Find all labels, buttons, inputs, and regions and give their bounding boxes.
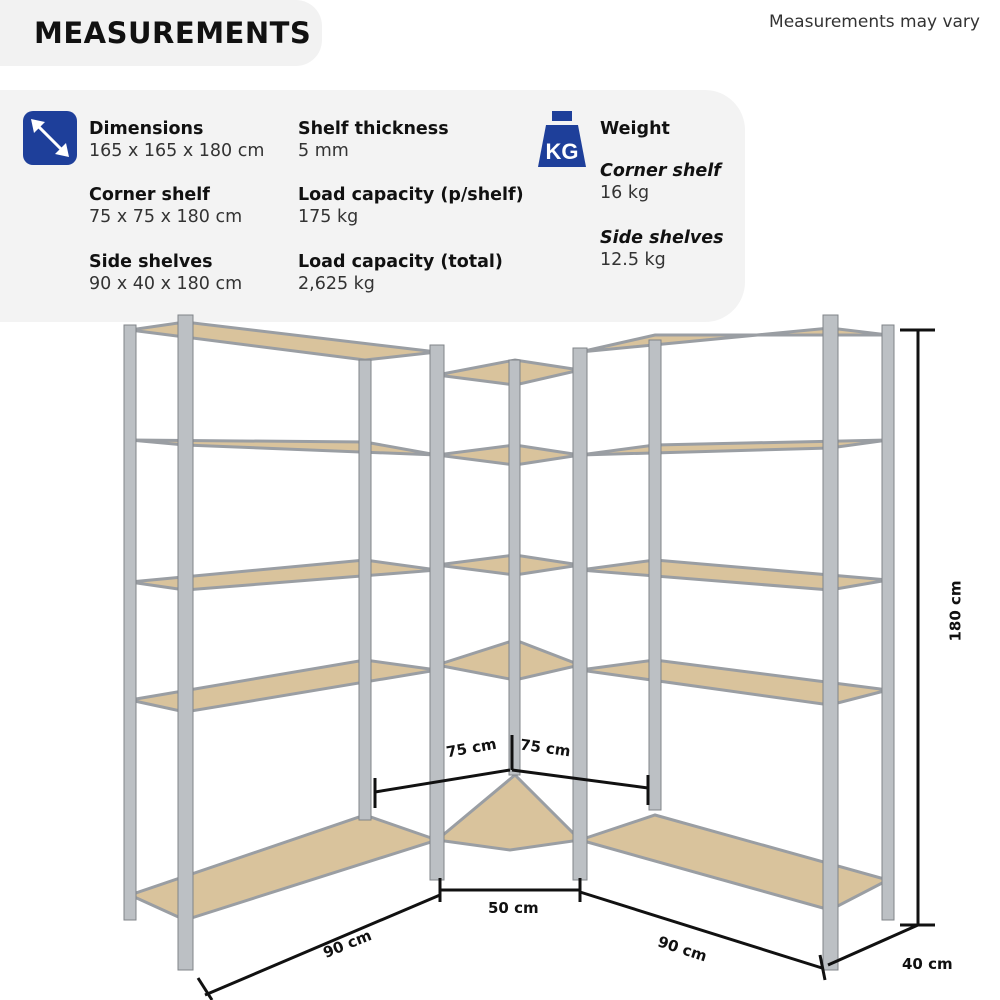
disclaimer-note: Measurements may vary [769, 12, 980, 32]
spec-label: Corner shelf [89, 185, 210, 205]
shelf [125, 813, 442, 922]
weight-kg-icon: KG [536, 111, 588, 167]
title-banner [0, 0, 322, 66]
shelf [579, 438, 889, 457]
spec-label: Dimensions [89, 119, 204, 139]
spec-load-total: Load capacity (total)2,625 kg [298, 251, 503, 295]
shelf [579, 558, 889, 592]
page-title: MEASUREMENTS [34, 16, 312, 50]
shelf [579, 658, 889, 707]
weight-corner-label: Corner shelf [600, 161, 721, 181]
depth-dimension-label: 40 cm [902, 955, 953, 973]
post [508, 359, 521, 776]
spec-label: Load capacity (p/shelf) [298, 185, 524, 205]
post [177, 314, 194, 971]
spec-value: 175 kg [298, 207, 359, 227]
spec-value: 5 mm [298, 141, 349, 161]
spec-value: 2,625 kg [298, 274, 375, 294]
dimension-lines [196, 328, 935, 1000]
spec-value: 165 x 165 x 180 cm [89, 141, 265, 161]
shelf [129, 438, 438, 457]
shelf [433, 772, 584, 852]
post [429, 344, 445, 881]
weight-side-label: Side shelves [600, 228, 724, 248]
shelf [579, 326, 889, 354]
weight-side-value: 12.5 kg [600, 250, 666, 270]
spec-weight: Weight Corner shelf 16 kg Side shelves 1… [600, 118, 724, 271]
shelf [129, 320, 438, 362]
shelf [129, 558, 438, 592]
weight-corner-value: 16 kg [600, 183, 650, 203]
height-dimension-label: 180 cm [946, 580, 965, 642]
front-width-label: 50 cm [488, 899, 539, 917]
spec-label: Weight [600, 119, 670, 139]
specs-panel [0, 90, 745, 322]
dimensions-arrow-icon [23, 111, 77, 165]
spec-label: Load capacity (total) [298, 252, 503, 272]
shelf [129, 658, 438, 714]
shelf [574, 813, 893, 912]
post [822, 314, 839, 971]
post [572, 347, 588, 881]
spec-value: 75 x 75 x 180 cm [89, 207, 243, 227]
kg-icon-text: KG [546, 139, 579, 164]
post [358, 359, 372, 821]
spec-value: 90 x 40 x 180 cm [89, 274, 243, 294]
spec-label: Shelf thickness [298, 119, 449, 139]
post [648, 339, 662, 811]
spec-load-per-shelf: Load capacity (p/shelf)175 kg [298, 184, 524, 228]
post [881, 324, 895, 921]
spec-label: Side shelves [89, 252, 213, 272]
post [123, 324, 137, 921]
